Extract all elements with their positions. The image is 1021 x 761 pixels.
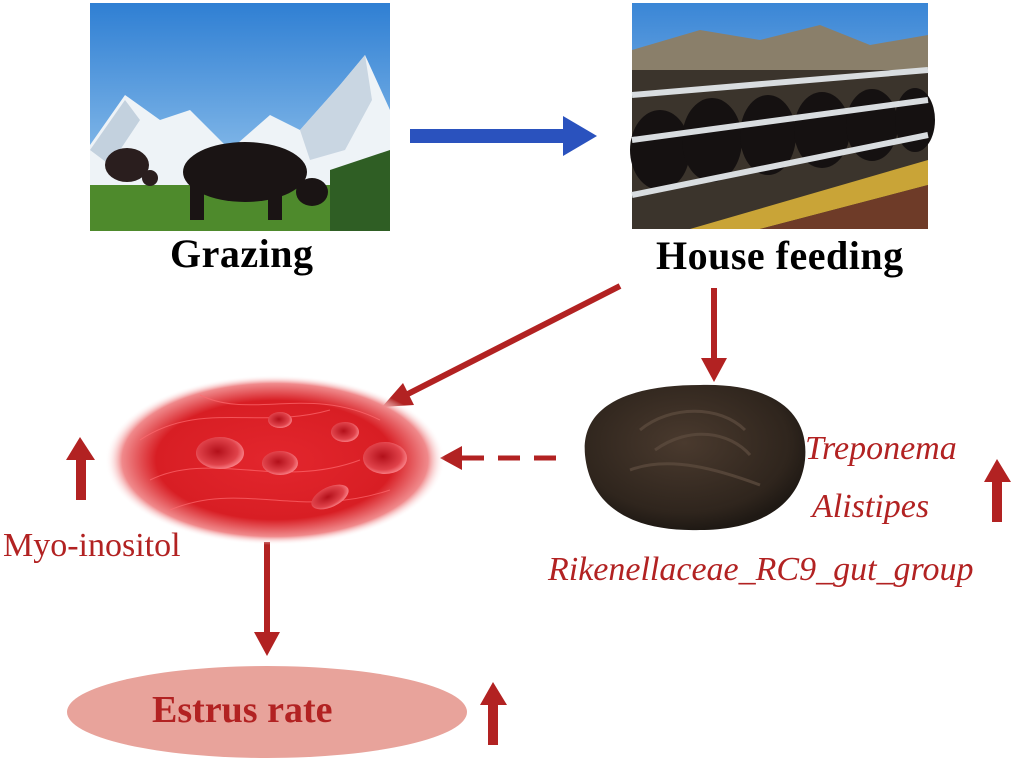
dung-image [584, 384, 806, 531]
house-to-blood-arrow [382, 283, 622, 407]
blood-to-estrus-arrow [254, 542, 280, 656]
house-to-dung-arrow [701, 288, 727, 382]
bacteria-up-arrow [984, 459, 1011, 522]
dung-to-blood-dashed-arrow [440, 446, 562, 470]
myo-inositol-label: Myo-inositol [3, 527, 181, 564]
bacteria-treponema-label: Treponema [805, 430, 957, 467]
estrus-up-arrow [480, 682, 507, 745]
estrus-rate-label: Estrus rate [152, 689, 333, 731]
blood-cells-image [105, 375, 445, 545]
bacteria-alistipes-label: Alistipes [812, 488, 930, 525]
estrus-rate-ellipse [67, 666, 467, 758]
grazing-label: Grazing [170, 231, 314, 276]
grazing-to-house-arrow [410, 116, 597, 156]
house-feeding-label: House feeding [656, 233, 904, 278]
bacteria-rikenellaceae-label: Rikenellaceae_RC9_gut_group [548, 551, 974, 588]
grazing-photo [90, 3, 390, 231]
house-feeding-photo [630, 3, 935, 229]
myo-inositol-up-arrow [66, 437, 95, 500]
